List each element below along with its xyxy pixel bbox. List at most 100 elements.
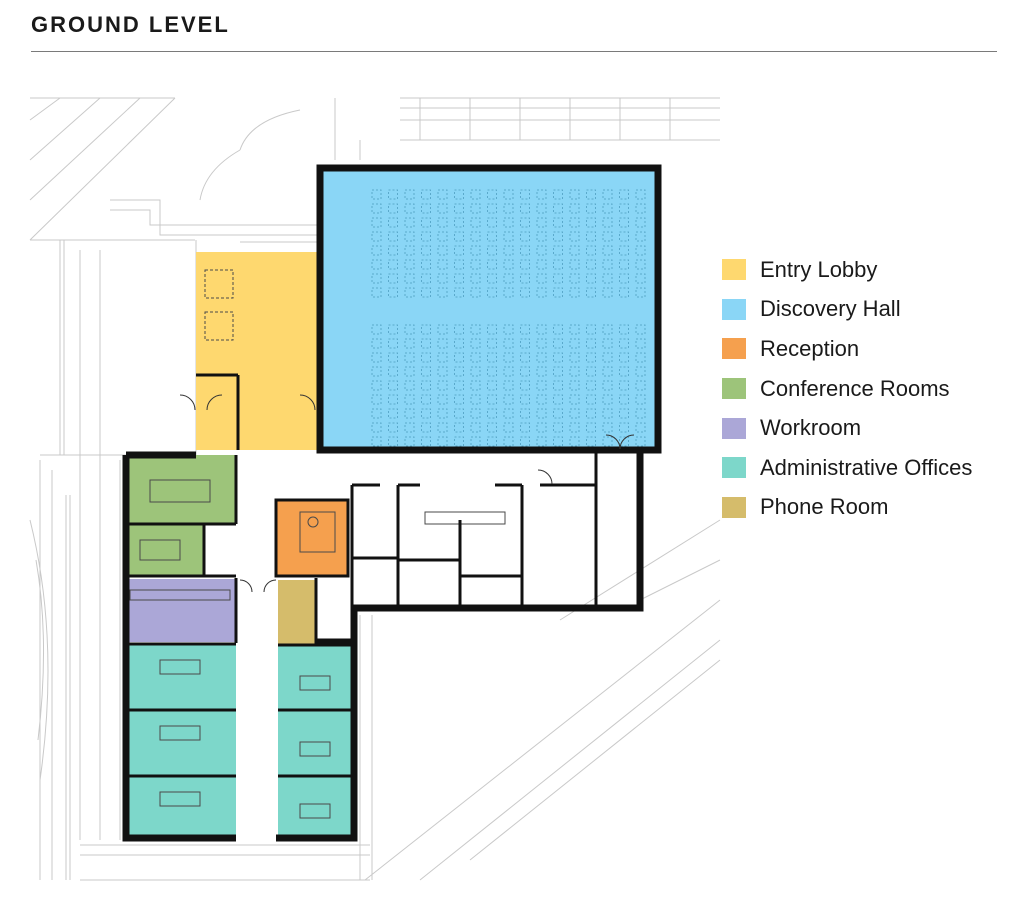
seat bbox=[520, 287, 530, 298]
legend-label: Administrative Offices bbox=[760, 454, 973, 480]
seat bbox=[520, 273, 530, 284]
seat bbox=[520, 259, 530, 270]
seat bbox=[470, 408, 481, 419]
seat bbox=[635, 408, 646, 419]
seat bbox=[569, 324, 580, 335]
seat bbox=[569, 408, 580, 419]
seat bbox=[388, 245, 398, 256]
room-discovery-hall bbox=[320, 169, 658, 450]
seat bbox=[388, 352, 398, 363]
seat bbox=[470, 189, 481, 200]
seat bbox=[536, 287, 547, 298]
legend-item-workroom: Workroom bbox=[722, 408, 972, 448]
seat bbox=[388, 394, 398, 405]
exterior-walls bbox=[122, 164, 662, 842]
room-conference-1 bbox=[126, 455, 236, 523]
seat bbox=[487, 203, 497, 214]
seat bbox=[503, 273, 514, 284]
seat bbox=[437, 287, 448, 298]
seat bbox=[454, 245, 464, 256]
seat bbox=[388, 203, 398, 214]
seat bbox=[404, 189, 415, 200]
seat bbox=[421, 352, 431, 363]
seat bbox=[619, 436, 629, 447]
seat bbox=[371, 408, 382, 419]
seat bbox=[569, 217, 580, 228]
seat bbox=[503, 287, 514, 298]
seat bbox=[421, 366, 431, 377]
seat bbox=[421, 422, 431, 433]
seat bbox=[388, 259, 398, 270]
seat bbox=[437, 366, 448, 377]
seat bbox=[635, 259, 646, 270]
seat bbox=[487, 259, 497, 270]
seat bbox=[520, 203, 530, 214]
seat bbox=[503, 203, 514, 214]
seat bbox=[503, 324, 514, 335]
seat bbox=[635, 189, 646, 200]
seat bbox=[536, 366, 547, 377]
seat bbox=[553, 203, 563, 214]
seat bbox=[454, 259, 464, 270]
seat bbox=[536, 245, 547, 256]
seat bbox=[388, 231, 398, 242]
seat bbox=[404, 366, 415, 377]
seat bbox=[454, 394, 464, 405]
seat bbox=[602, 380, 613, 391]
seat bbox=[619, 259, 629, 270]
seat bbox=[602, 203, 613, 214]
seat bbox=[454, 231, 464, 242]
seat bbox=[421, 380, 431, 391]
seat bbox=[602, 408, 613, 419]
seat bbox=[520, 338, 530, 349]
legend-item-phone-room: Phone Room bbox=[722, 488, 972, 528]
seat bbox=[487, 408, 497, 419]
seat bbox=[503, 259, 514, 270]
seat bbox=[454, 380, 464, 391]
seat bbox=[470, 394, 481, 405]
seat bbox=[487, 422, 497, 433]
seat bbox=[635, 394, 646, 405]
seat bbox=[503, 366, 514, 377]
seat bbox=[635, 338, 646, 349]
seat bbox=[586, 422, 596, 433]
seat bbox=[569, 231, 580, 242]
seat bbox=[635, 245, 646, 256]
seat bbox=[454, 273, 464, 284]
door-swings bbox=[179, 394, 635, 593]
seat bbox=[536, 352, 547, 363]
seat bbox=[536, 324, 547, 335]
seat bbox=[371, 338, 382, 349]
room-admin-east bbox=[278, 645, 352, 836]
interior-walls bbox=[126, 373, 598, 778]
seat bbox=[437, 189, 448, 200]
seat bbox=[586, 259, 596, 270]
seat bbox=[487, 273, 497, 284]
seat bbox=[371, 366, 382, 377]
legend: Entry Lobby Discovery Hall Reception Con… bbox=[722, 250, 972, 527]
seat bbox=[602, 366, 613, 377]
seat bbox=[454, 324, 464, 335]
seat bbox=[569, 273, 580, 284]
seat bbox=[520, 408, 530, 419]
seat bbox=[569, 287, 580, 298]
legend-swatch bbox=[722, 417, 746, 439]
seat bbox=[371, 231, 382, 242]
seat bbox=[503, 380, 514, 391]
seat bbox=[536, 380, 547, 391]
seat bbox=[619, 287, 629, 298]
legend-label: Reception bbox=[760, 335, 860, 361]
legend-item-discovery-hall: Discovery Hall bbox=[722, 290, 972, 330]
seat bbox=[536, 189, 547, 200]
seat bbox=[536, 273, 547, 284]
seat bbox=[553, 352, 563, 363]
seat bbox=[520, 422, 530, 433]
seat bbox=[520, 366, 530, 377]
room-phone bbox=[278, 580, 315, 644]
seat bbox=[602, 217, 613, 228]
seat bbox=[371, 245, 382, 256]
seat bbox=[619, 217, 629, 228]
seat bbox=[520, 352, 530, 363]
seat bbox=[454, 436, 464, 447]
